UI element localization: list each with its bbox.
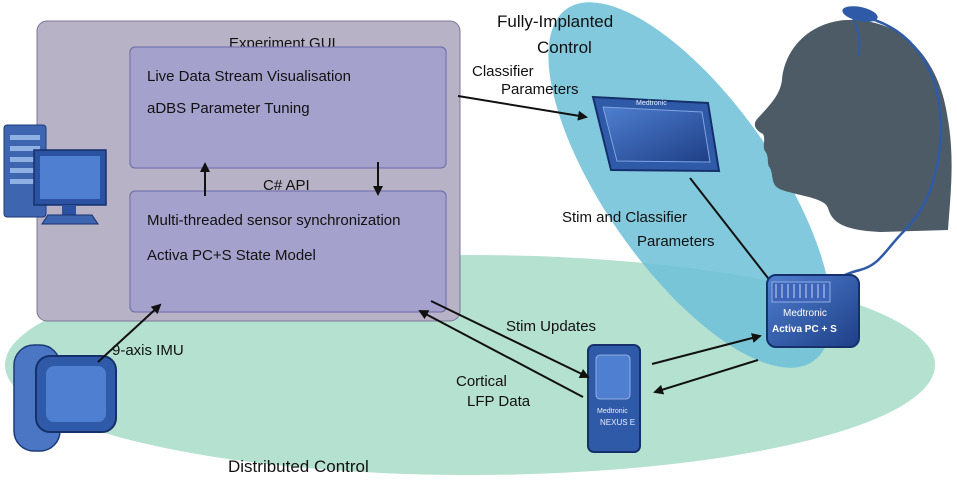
nexus-e-device-icon: Medtronic NEXUS E bbox=[587, 344, 641, 453]
stim-updates-label: Stim Updates bbox=[506, 318, 596, 335]
imu-label: 9-axis IMU bbox=[112, 342, 184, 359]
fully-implanted-label-line2: Control bbox=[537, 38, 592, 57]
stim-classifier-label-line1: Stim and Classifier bbox=[562, 209, 687, 226]
nexus-name-text: NEXUS E bbox=[600, 418, 635, 427]
csharp-api-title: C# API bbox=[263, 177, 310, 194]
arrow-cortical-lfp bbox=[418, 310, 584, 398]
cortical-label-line1: Cortical bbox=[456, 373, 507, 390]
activa-name-text: Activa PC + S bbox=[772, 324, 837, 335]
desktop-computer-icon bbox=[3, 124, 107, 225]
smartwatch-icon bbox=[13, 344, 117, 452]
fully-implanted-label-line1: Fully-Implanted bbox=[497, 12, 613, 31]
api-line-sync: Multi-threaded sensor synchronization bbox=[147, 212, 400, 229]
arrow-classifier-parameters bbox=[457, 95, 588, 121]
arrow-nexus-to-activa bbox=[651, 333, 762, 365]
distributed-control-label: Distributed Control bbox=[228, 457, 369, 476]
gui-line-visualisation: Live Data Stream Visualisation bbox=[147, 68, 351, 85]
classifier-label-line2: Parameters bbox=[501, 81, 579, 98]
gui-visualisation-box bbox=[129, 46, 447, 169]
classifier-label-line1: Classifier bbox=[472, 63, 534, 80]
stim-classifier-label-line2: Parameters bbox=[637, 233, 715, 250]
cortical-label-line2: LFP Data bbox=[467, 393, 531, 410]
gui-line-tuning: aDBS Parameter Tuning bbox=[147, 100, 310, 117]
api-box bbox=[129, 190, 447, 313]
arrow-activa-to-nexus bbox=[653, 359, 759, 395]
tablet-brand-text: Medtronic bbox=[636, 100, 667, 107]
fully-implanted-control-region bbox=[548, 2, 832, 368]
activa-brand-text: Medtronic bbox=[783, 308, 827, 319]
activa-pcs-implant-icon: Medtronic Activa PC + S bbox=[766, 274, 860, 348]
api-line-state-model: Activa PC+S State Model bbox=[147, 247, 316, 264]
patient-head-icon bbox=[754, 6, 952, 293]
arrow-stim-updates bbox=[430, 300, 590, 379]
arrow-stim-classifier-parameters bbox=[689, 177, 777, 289]
tablet-programmer-icon: Medtronic bbox=[591, 95, 721, 173]
nexus-brand-text: Medtronic bbox=[597, 408, 628, 415]
arrow-imu-to-api bbox=[97, 303, 162, 363]
